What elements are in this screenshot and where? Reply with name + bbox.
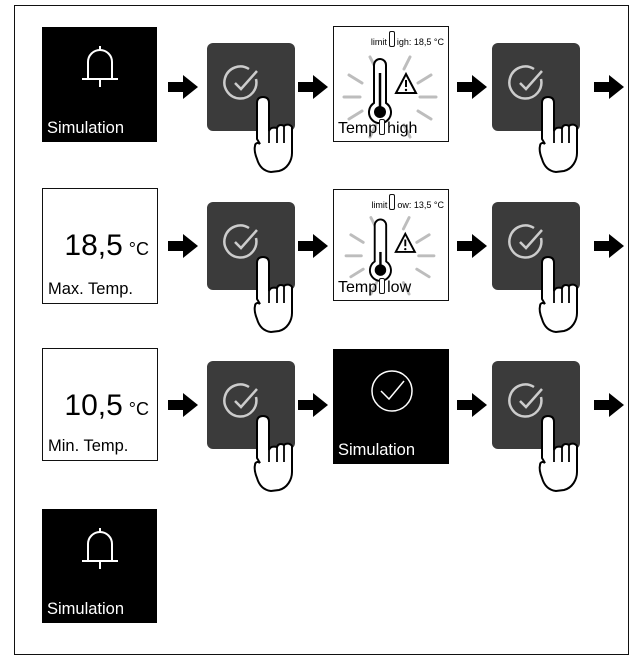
pointing-hand-icon: [538, 414, 578, 493]
tile-label: Max. Temp.: [48, 280, 133, 298]
check-circle-icon: [508, 65, 543, 100]
arrow-right-icon: [594, 75, 624, 99]
check-circle-icon: [508, 224, 543, 259]
bell-icon: [82, 46, 118, 87]
arrow-right-icon: [457, 75, 487, 99]
tile-label: Simulation: [47, 119, 125, 137]
confirm-button[interactable]: [492, 43, 580, 131]
min-temp-value: 10,5°C: [64, 389, 149, 422]
tile-label: Simulation: [338, 441, 416, 459]
tile-label: Min. Temp.: [48, 437, 129, 455]
tile-label: Simulation: [47, 600, 125, 618]
simulation-tile[interactable]: Simulation: [42, 509, 157, 623]
arrow-right-icon: [298, 75, 328, 99]
confirm-button[interactable]: [207, 202, 295, 290]
check-circle-icon: [508, 383, 543, 418]
arrow-right-icon: [298, 234, 328, 258]
pointing-hand-icon: [253, 95, 293, 174]
check-circle-icon: [223, 383, 258, 418]
pointing-hand-icon: [253, 255, 293, 334]
bell-icon: [82, 528, 118, 569]
simulation-tile[interactable]: Simulation: [42, 27, 157, 142]
arrow-right-icon: [168, 393, 198, 417]
confirm-button[interactable]: [207, 43, 295, 131]
max-temp-value: 18,5°C: [64, 229, 149, 262]
arrow-right-icon: [457, 234, 487, 258]
arrow-right-icon: [594, 393, 624, 417]
arrow-right-icon: [594, 234, 624, 258]
arrow-right-icon: [298, 393, 328, 417]
min-temp-tile[interactable]: 10,5°C Min. Temp.: [42, 348, 158, 461]
check-circle-icon: [223, 65, 258, 100]
confirm-button[interactable]: [207, 361, 295, 449]
max-temp-tile[interactable]: 18,5°C Max. Temp.: [42, 188, 158, 304]
check-circle-icon: [223, 224, 258, 259]
pointing-hand-icon: [538, 95, 578, 174]
confirm-button[interactable]: [492, 202, 580, 290]
thermometer-icon: [344, 216, 436, 296]
check-circle-icon: [371, 370, 413, 412]
arrow-right-icon: [168, 75, 198, 99]
pointing-hand-icon: [538, 255, 578, 334]
pointing-hand-icon: [253, 414, 293, 493]
confirm-button[interactable]: [492, 361, 580, 449]
arrow-right-icon: [168, 234, 198, 258]
simulation-complete-tile: Simulation: [333, 349, 449, 464]
arrow-right-icon: [457, 393, 487, 417]
thermometer-icon: [342, 55, 438, 139]
